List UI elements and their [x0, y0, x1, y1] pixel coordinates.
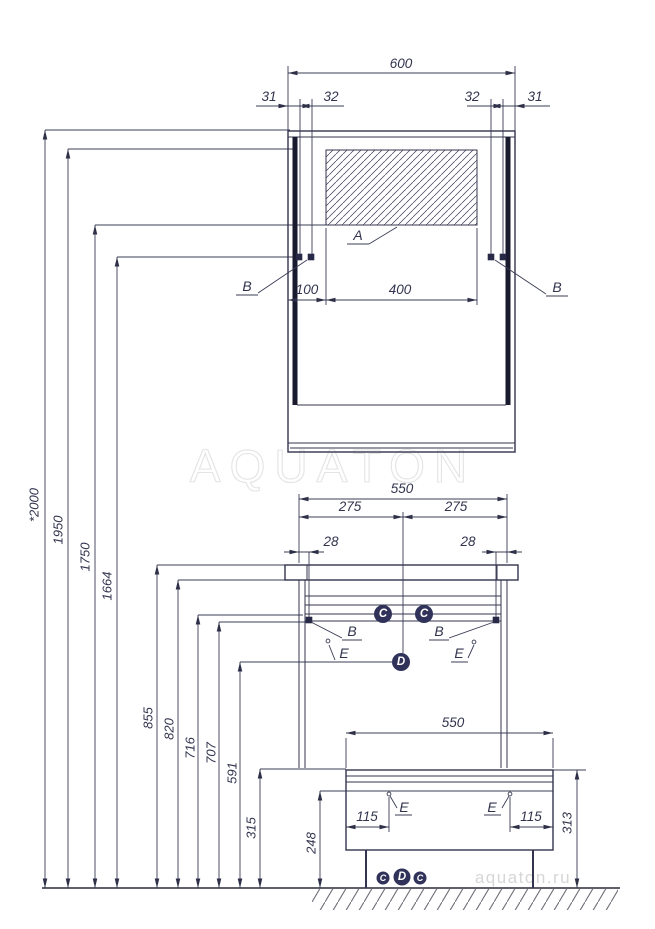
height-1664-label: 1664 [100, 572, 115, 601]
box-callouts: E E [389, 795, 510, 816]
height-1750-label: 1750 [78, 542, 93, 572]
height-855-label: 855 [141, 706, 156, 728]
mirror-mounting-dot-left-inner [307, 253, 315, 261]
ground-hatch [312, 889, 618, 910]
dim-mirror-inset-left: 32 [323, 89, 339, 104]
dim-mirror-hole-span: 400 [389, 282, 412, 297]
fixing-d-center [392, 653, 410, 671]
dim-box-width: 550 [442, 715, 465, 730]
floor-fixing-c-left [376, 871, 390, 885]
dim-mirror-inset-right: 32 [464, 89, 480, 104]
height-313-label: 313 [560, 811, 575, 833]
watermark-bottom: aquaton.ru [475, 868, 571, 887]
callout-b-upper-right-label: B [552, 279, 561, 295]
height-716-label: 716 [183, 736, 198, 758]
box-e-dot-right [507, 791, 513, 797]
callout-b-lower-left-label: B [347, 623, 356, 639]
height-315-label: 315 [244, 816, 259, 838]
floor-fixing-d-letter: D [398, 871, 406, 883]
fixing-c-right [415, 605, 433, 623]
dim-box-inset-right: 115 [520, 809, 542, 824]
height-1950-label: 1950 [51, 515, 66, 545]
vanity-e-dot-left [325, 638, 331, 644]
watermark-bottom-text: aquaton.ru [475, 868, 571, 887]
dim-mirror-edge-right: 31 [527, 89, 542, 104]
dim-mirror-edge-left: 31 [261, 89, 276, 104]
height-591-label: 591 [225, 762, 240, 784]
fixing-d-letter: D [397, 656, 405, 668]
drawer-box [320, 769, 554, 888]
dim-mirror-width: 600 [390, 56, 413, 71]
vanity-e-dot-right [471, 639, 477, 645]
box-dimensions: 550 115 115 [345, 715, 554, 832]
mirror-cabinet-right-wall [505, 137, 511, 405]
vanity-cabinet: C C D [284, 512, 519, 768]
height-820-label: 820 [162, 717, 177, 739]
callout-e-lower-right-label: E [487, 799, 497, 815]
vanity-dimensions: 550 275 275 28 28 [284, 481, 522, 563]
mirror-dimensions: 600 31 32 32 31 100 400 [256, 56, 550, 305]
fixing-c-left [374, 605, 392, 623]
floor-fixing-c-right-letter: C [417, 873, 424, 883]
fixing-c-left-letter: C [379, 608, 388, 620]
floor-fixings: C D C [376, 868, 427, 886]
floor-fixing-c-right [413, 871, 427, 885]
dim-mirror-hole-offset: 100 [296, 282, 319, 297]
box-e-dot-left [386, 791, 392, 797]
ground [42, 887, 620, 910]
mirror-callouts: A B B [236, 226, 568, 297]
dim-vanity-hanger-right: 28 [459, 534, 476, 549]
callout-e-lower-left-label: E [399, 799, 409, 815]
mirror-mounting-dot-left-outer [295, 253, 303, 261]
mirror-mounting-dot-right-inner [487, 253, 495, 261]
height-dimension-lines: *2000 1950 1750 1664 855 820 716 707 591… [27, 129, 586, 888]
mirror-mounting-dot-right-outer [499, 253, 507, 261]
mirror-cabinet [287, 99, 516, 453]
callout-e-upper-right-label: E [454, 645, 464, 661]
callout-e-upper-left-label: E [339, 645, 349, 661]
dim-vanity-half-right: 275 [444, 499, 468, 514]
callout-b-lower-right-label: B [434, 623, 443, 639]
dim-vanity-width: 550 [391, 481, 414, 496]
callout-a-label: A [352, 227, 362, 243]
fixing-c-right-letter: C [420, 608, 429, 620]
height-248-label: 248 [304, 831, 319, 854]
mirror-hatched-area [325, 149, 478, 226]
height-total-label: *2000 [27, 487, 42, 522]
vanity-callouts: B B E E [310, 621, 495, 663]
floor-fixing-c-left-letter: C [380, 873, 387, 883]
floor-fixing-d-center [393, 868, 411, 886]
dim-vanity-half-left: 275 [338, 499, 362, 514]
dim-vanity-hanger-left: 28 [322, 534, 339, 549]
callout-b-upper-left-label: B [242, 278, 251, 294]
vanity-mounting-dot-left [305, 616, 313, 624]
mirror-cabinet-left-wall [292, 137, 298, 405]
height-707-label: 707 [204, 741, 219, 763]
vanity-mounting-dot-right [492, 616, 500, 624]
dim-box-inset-left: 115 [356, 809, 378, 824]
